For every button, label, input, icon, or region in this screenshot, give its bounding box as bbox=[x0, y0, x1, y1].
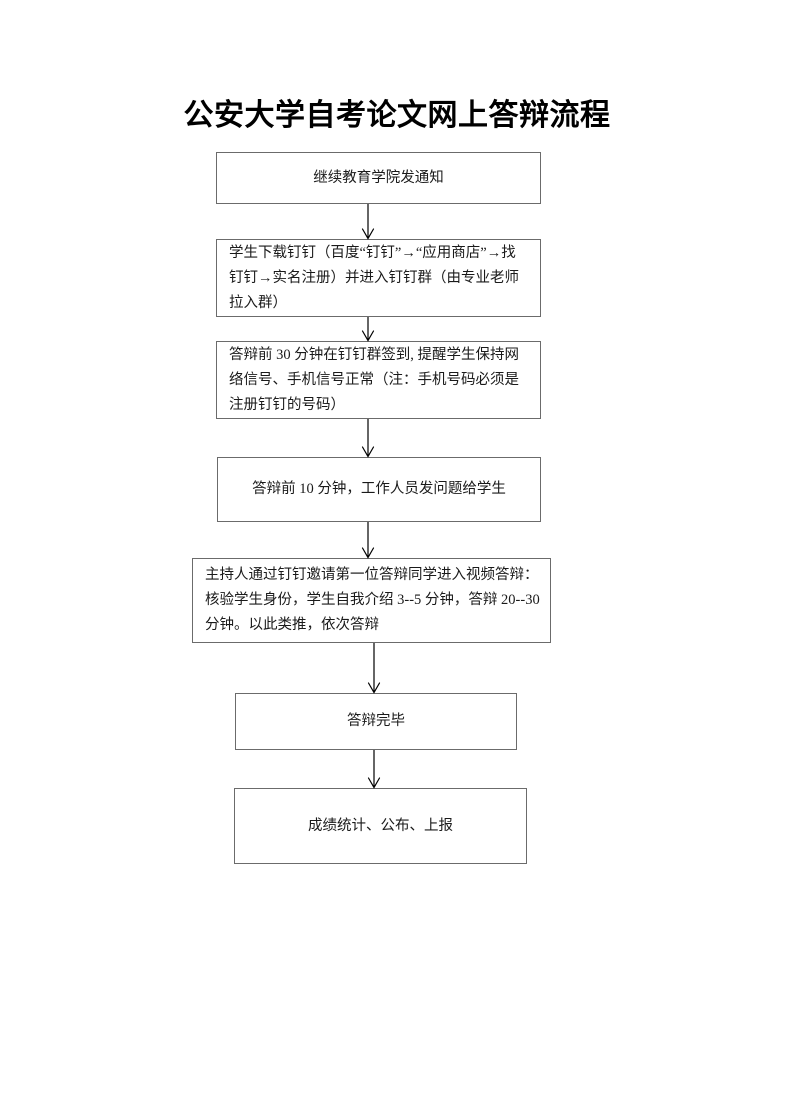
arrow-down-icon-5 bbox=[363, 643, 385, 694]
arrow-down-icon-1 bbox=[357, 204, 379, 240]
flow-node-3: 答辩前 30 分钟在钉钉群签到, 提醒学生保持网络信号、手机信号正常（注：手机号… bbox=[216, 341, 541, 419]
flow-node-6: 答辩完毕 bbox=[235, 693, 517, 750]
page-title: 公安大学自考论文网上答辩流程 bbox=[183, 99, 611, 133]
flow-node-3-label: 答辩前 30 分钟在钉钉群签到, 提醒学生保持网络信号、手机信号正常（注：手机号… bbox=[229, 346, 519, 413]
flow-node-2: 学生下载钉钉（百度“钉钉”→“应用商店”→找钉钉→实名注册）并进入钉钉群（由专业… bbox=[216, 239, 541, 317]
flow-node-5-label: 主持人通过钉钉邀请第一位答辩同学进入视频答辩：核验学生身份，学生自我介绍 3--… bbox=[205, 567, 540, 633]
flow-node-5: 主持人通过钉钉邀请第一位答辩同学进入视频答辩：核验学生身份，学生自我介绍 3--… bbox=[192, 558, 551, 643]
flow-node-4: 答辩前 10 分钟，工作人员发问题给学生 bbox=[217, 457, 541, 522]
flow-node-6-label: 答辩完毕 bbox=[347, 713, 405, 729]
arrow-down-icon-6 bbox=[363, 750, 385, 789]
flow-node-7-label: 成绩统计、公布、上报 bbox=[308, 817, 453, 834]
flow-node-7: 成绩统计、公布、上报 bbox=[234, 788, 527, 864]
flow-node-1-label: 继续教育学院发通知 bbox=[313, 169, 444, 186]
flow-node-4-label: 答辩前 10 分钟，工作人员发问题给学生 bbox=[252, 481, 506, 497]
arrow-down-icon-2 bbox=[357, 317, 379, 342]
flow-node-2-label: 学生下载钉钉（百度“钉钉”→“应用商店”→找钉钉→实名注册）并进入钉钉群（由专业… bbox=[229, 244, 519, 311]
arrow-down-icon-3 bbox=[357, 419, 379, 458]
flow-node-1: 继续教育学院发通知 bbox=[216, 152, 541, 204]
arrow-down-icon-4 bbox=[357, 522, 379, 559]
